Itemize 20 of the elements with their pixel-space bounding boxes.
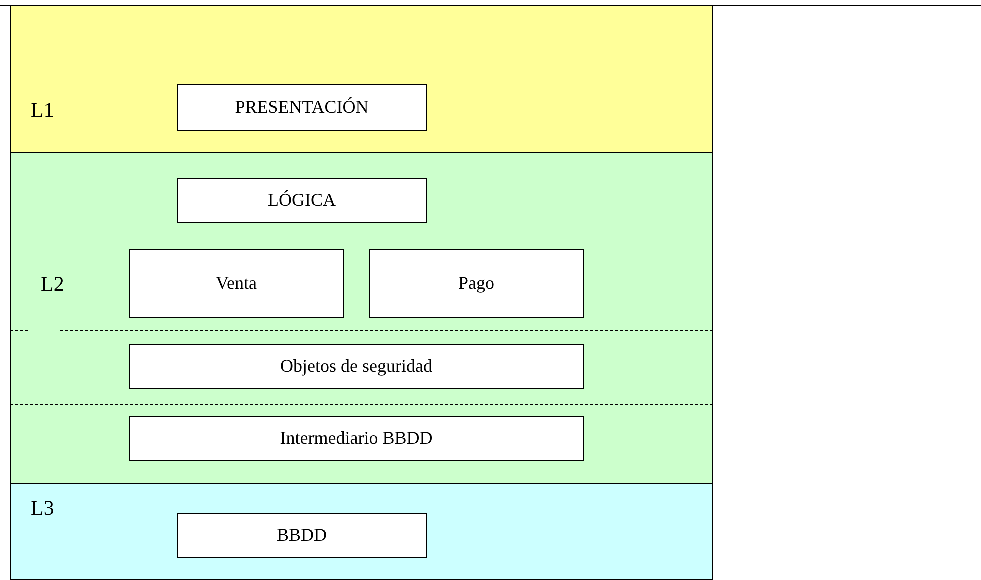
component-label: Venta xyxy=(216,272,257,295)
component-label: Pago xyxy=(458,272,494,295)
component-box xyxy=(129,249,344,318)
component-label: PRESENTACIÓN xyxy=(235,96,369,119)
layer-label: L3 xyxy=(31,498,54,519)
layer-band xyxy=(10,483,713,580)
layer-band xyxy=(10,152,713,484)
component-box xyxy=(177,513,427,558)
component-box xyxy=(177,84,427,131)
component-box xyxy=(129,416,584,461)
layer-band xyxy=(10,5,713,153)
component-label: BBDD xyxy=(276,524,327,547)
layer-label: L1 xyxy=(31,100,54,121)
layer-label: L2 xyxy=(41,274,64,295)
component-box xyxy=(129,344,584,389)
component-label: Objetos de seguridad xyxy=(280,355,432,378)
component-label: Intermediario BBDD xyxy=(280,427,433,450)
component-box xyxy=(177,178,427,223)
component-label: LÓGICA xyxy=(268,189,336,212)
component-box xyxy=(369,249,584,318)
